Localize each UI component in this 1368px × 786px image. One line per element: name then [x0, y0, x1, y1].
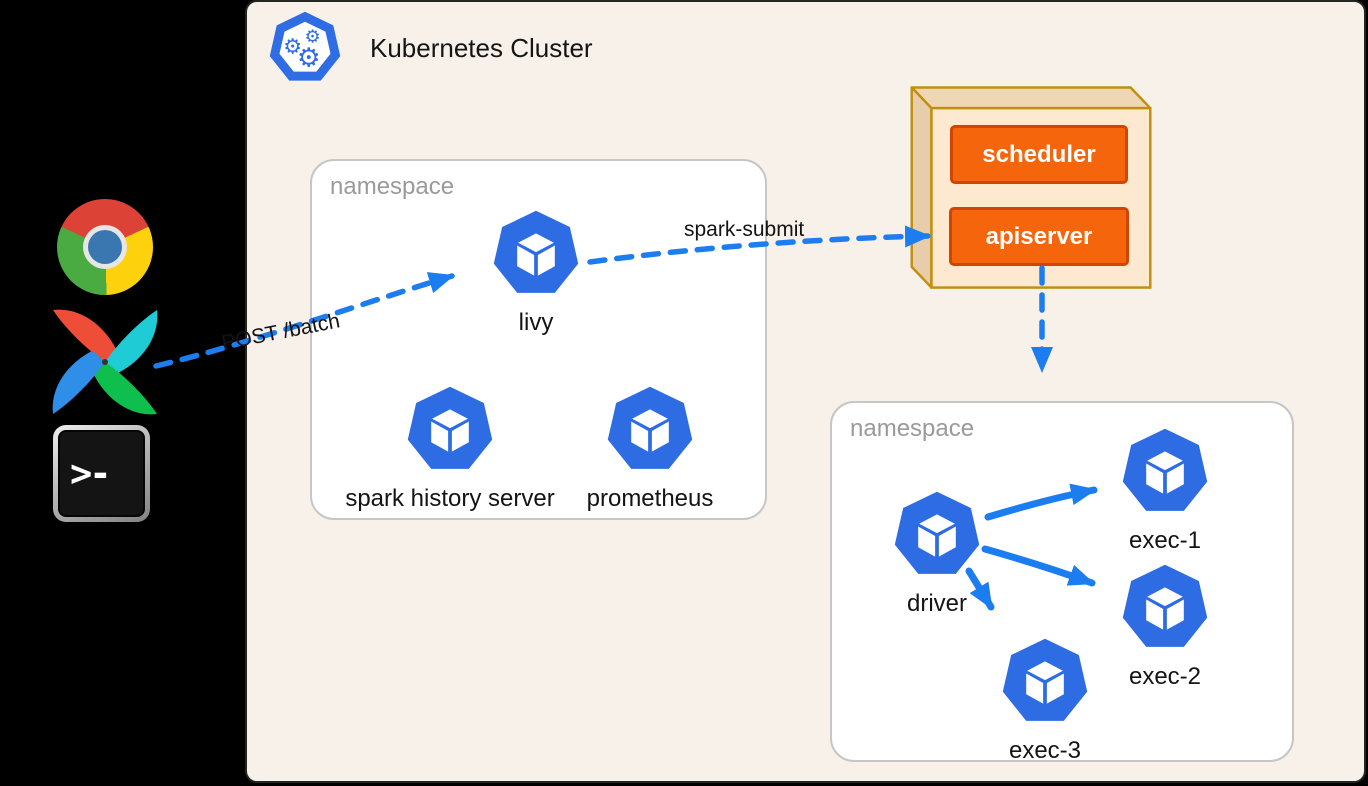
- svg-text:⚙: ⚙: [305, 27, 321, 47]
- pod-label: prometheus: [586, 485, 714, 512]
- apiserver-component: apiserver: [949, 207, 1129, 266]
- pod-label: livy: [518, 309, 554, 336]
- pod-icon: [1122, 564, 1208, 647]
- edge-label-spark-submit: spark-submit: [684, 218, 805, 241]
- terminal-icon: >-: [53, 425, 150, 522]
- pod-icon: [894, 491, 980, 574]
- pod-icon: [493, 210, 579, 293]
- pod-exec-2: exec-2: [1103, 561, 1227, 691]
- chrome-hub: [88, 230, 122, 264]
- kubernetes-cluster-box: ⚙ ⚙ ⚙ Kubernetes Cluster namespace livy: [245, 0, 1366, 783]
- pod-driver: driver: [875, 488, 999, 618]
- terminal-screen: >-: [58, 430, 145, 517]
- scheduler-component: scheduler: [950, 125, 1128, 184]
- pod-prometheus: prometheus: [586, 383, 714, 513]
- namespace-box-2: namespace driver exec-1: [830, 401, 1294, 765]
- svg-text:⚙: ⚙: [297, 43, 321, 73]
- pod-label: exec-3: [1008, 737, 1082, 764]
- airflow-icon: [52, 309, 158, 415]
- chrome-browser-icon: [57, 199, 153, 295]
- cluster-title: Kubernetes Cluster: [370, 33, 593, 63]
- kubernetes-logo-icon: ⚙ ⚙ ⚙: [269, 11, 341, 81]
- control-plane-box: scheduler apiserver: [909, 85, 1155, 292]
- pod-spark-history-server: spark history server: [345, 383, 555, 513]
- pod-label: driver: [906, 590, 967, 617]
- namespace-box-1: namespace livy spark history server: [310, 159, 767, 520]
- pod-label: exec-2: [1128, 663, 1202, 690]
- svg-text:⚙: ⚙: [283, 36, 302, 59]
- namespace-label: namespace: [330, 173, 455, 200]
- pod-icon: [1122, 428, 1208, 511]
- pod-exec-1: exec-1: [1103, 425, 1227, 555]
- pod-icon: [407, 386, 493, 469]
- pod-exec-3: exec-3: [983, 635, 1107, 765]
- pod-livy: livy: [474, 207, 598, 337]
- pod-icon: [1002, 638, 1088, 721]
- terminal-prompt: >-: [70, 452, 112, 495]
- pod-label: exec-1: [1128, 527, 1202, 554]
- pod-icon: [607, 386, 693, 469]
- namespace-label: namespace: [850, 415, 975, 442]
- pod-label: spark history server: [345, 485, 555, 512]
